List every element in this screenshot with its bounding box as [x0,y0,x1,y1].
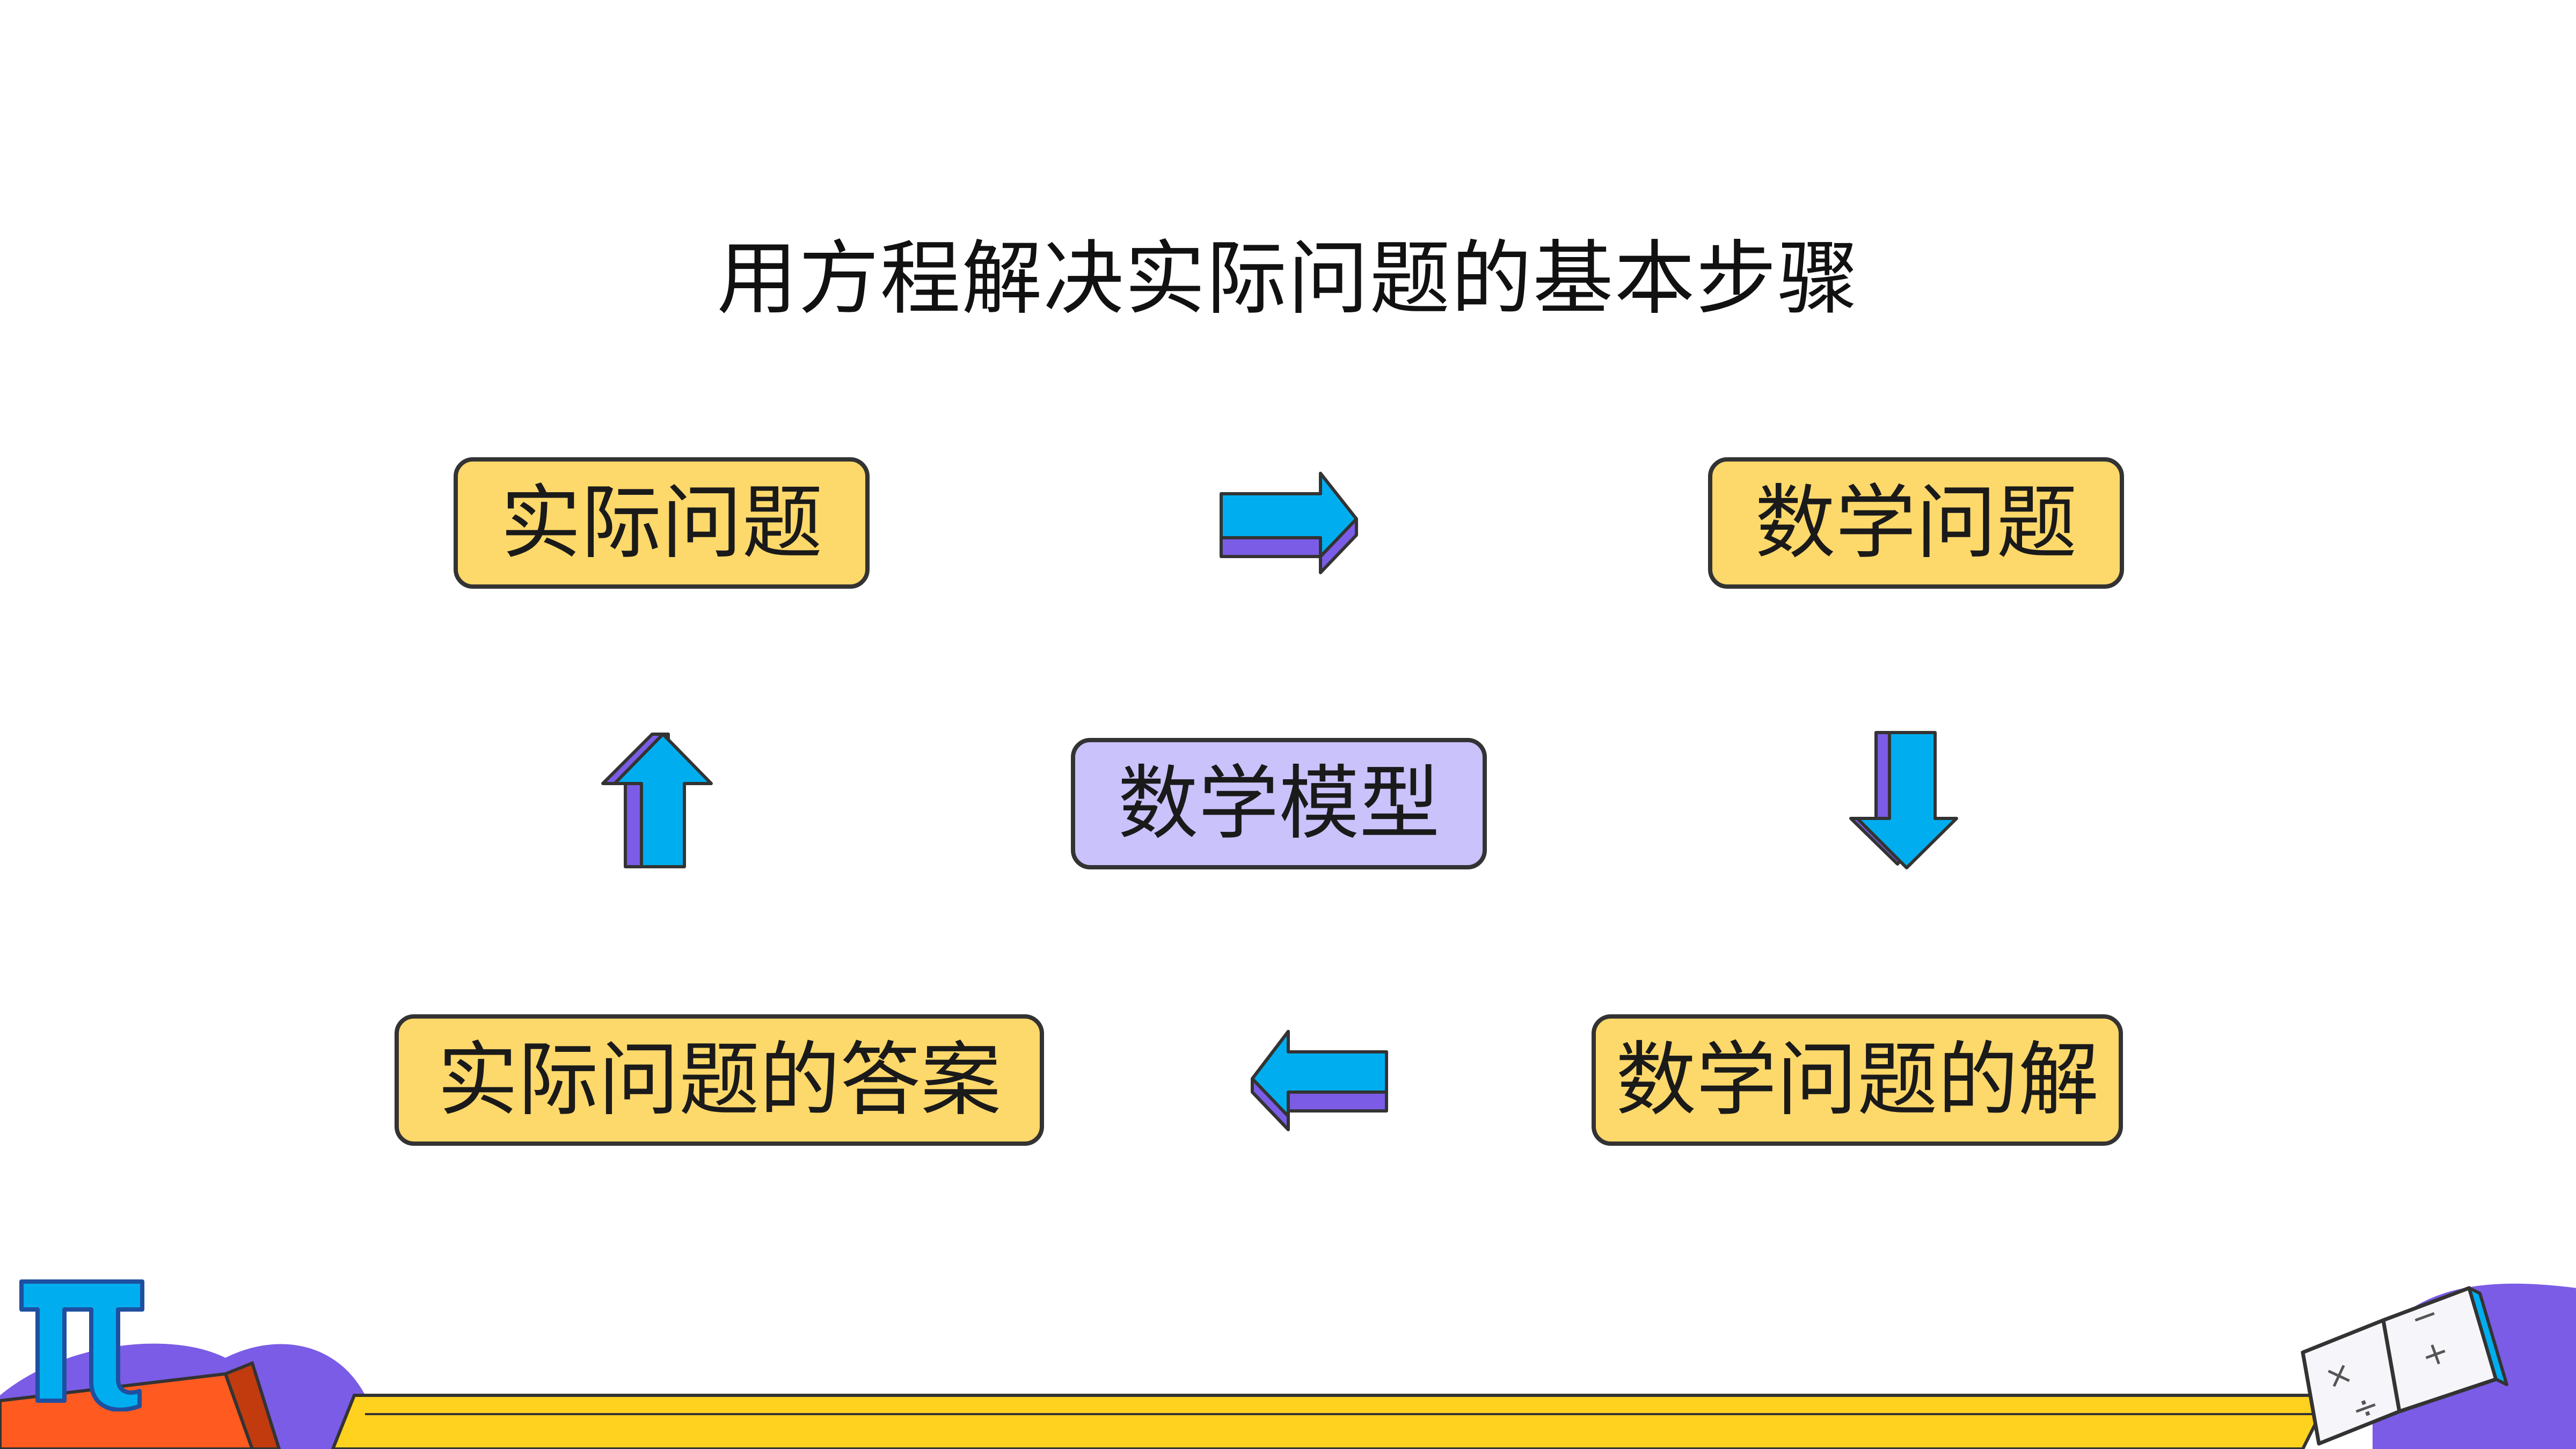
math-book-icon: × ÷ − + [2301,1286,2508,1446]
box-math-solution: 数学问题的解 [1592,1014,2123,1146]
arrow-down-icon [1849,731,1958,869]
box-real-answer-label: 实际问题的答案 [437,1033,1001,1127]
arrow-right-icon [1220,472,1358,574]
slide-title: 用方程解决实际问题的基本步骤 [717,232,1859,326]
box-math-solution-label: 数学问题的解 [1615,1033,2099,1127]
box-math-problem: 数学问题 [1708,457,2124,589]
footer-decoration [0,1283,2576,1449]
box-real-problem-label: 实际问题 [500,476,823,570]
box-real-answer: 实际问题的答案 [395,1014,1044,1146]
arrow-up-icon [601,733,713,868]
box-real-problem: 实际问题 [454,457,870,589]
arrow-left-icon [1251,1030,1388,1131]
box-math-problem-label: 数学问题 [1755,476,2077,570]
box-math-model-label: 数学模型 [1118,757,1440,851]
pi-icon: π [19,1279,144,1411]
box-math-model: 数学模型 [1071,738,1487,869]
